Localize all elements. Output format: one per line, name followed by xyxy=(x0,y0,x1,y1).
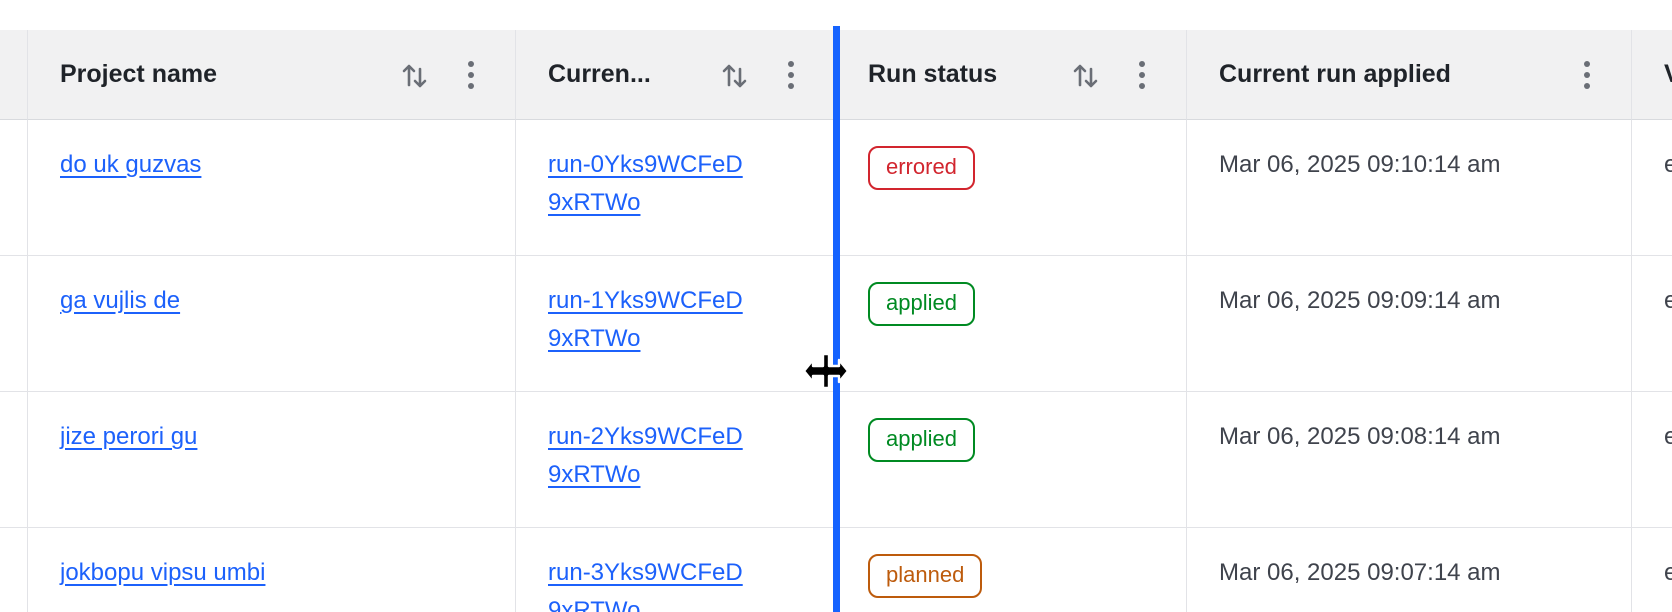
overflow-text: e xyxy=(1664,287,1672,314)
project-name-cell: ga vujlis de xyxy=(28,256,516,392)
overflow-cell: e xyxy=(1632,528,1672,612)
current-run-applied-cell: Mar 06, 2025 09:09:14 am xyxy=(1187,256,1632,392)
column-menu-icon[interactable] xyxy=(787,60,795,90)
column-label: V xyxy=(1664,60,1672,89)
overflow-cell: e xyxy=(1632,120,1672,256)
data-table: Project name Curren... xyxy=(0,30,1672,612)
status-badge: applied xyxy=(868,282,975,326)
column-header-run-status[interactable]: Run status xyxy=(836,30,1187,120)
sort-arrows-icon xyxy=(722,64,747,87)
sort-icon[interactable] xyxy=(721,60,749,90)
gutter-cell xyxy=(0,392,28,528)
sort-arrows-icon xyxy=(1073,64,1098,87)
sort-icon[interactable] xyxy=(1072,60,1100,90)
column-header-project-name[interactable]: Project name xyxy=(28,30,516,120)
status-badge: errored xyxy=(868,146,975,190)
column-menu-icon[interactable] xyxy=(1138,60,1146,90)
sort-arrows-icon xyxy=(402,64,427,87)
current-run-applied-cell: Mar 06, 2025 09:10:14 am xyxy=(1187,120,1632,256)
run-status-cell: applied xyxy=(836,256,1187,392)
column-menu-icon[interactable] xyxy=(1583,60,1591,90)
column-label: Current run applied xyxy=(1219,60,1451,88)
status-badge: applied xyxy=(868,418,975,462)
overflow-text: e xyxy=(1664,151,1672,178)
gutter-header-cell xyxy=(0,30,28,120)
timestamp: Mar 06, 2025 09:07:14 am xyxy=(1219,559,1501,586)
timestamp: Mar 06, 2025 09:08:14 am xyxy=(1219,423,1501,450)
project-link[interactable]: jokbopu vipsu umbi xyxy=(60,559,266,586)
current-run-cell: run-0Yks9WCFeD9xRTWo xyxy=(516,120,836,256)
run-status-cell: errored xyxy=(836,120,1187,256)
run-link[interactable]: run-0Yks9WCFeD9xRTWo xyxy=(548,151,743,216)
column-label: Run status xyxy=(868,60,998,88)
gutter-cell xyxy=(0,528,28,612)
column-header-current-run-applied[interactable]: Current run applied xyxy=(1187,30,1632,120)
timestamp: Mar 06, 2025 09:10:14 am xyxy=(1219,151,1501,178)
column-label: Curren... xyxy=(548,60,651,88)
column-resize-indicator[interactable] xyxy=(833,26,840,612)
current-run-applied-cell: Mar 06, 2025 09:08:14 am xyxy=(1187,392,1632,528)
status-badge: planned xyxy=(868,554,983,598)
run-status-cell: planned xyxy=(836,528,1187,612)
project-name-cell: jize perori gu xyxy=(28,392,516,528)
run-link[interactable]: run-2Yks9WCFeD9xRTWo xyxy=(548,423,743,488)
project-name-cell: jokbopu vipsu umbi xyxy=(28,528,516,612)
run-status-cell: applied xyxy=(836,392,1187,528)
project-link[interactable]: jize perori gu xyxy=(60,423,198,450)
column-label: Project name xyxy=(60,60,218,88)
overflow-cell: e xyxy=(1632,392,1672,528)
overflow-cell: e xyxy=(1632,256,1672,392)
top-whitespace xyxy=(0,0,1672,30)
current-run-applied-cell: Mar 06, 2025 09:07:14 am xyxy=(1187,528,1632,612)
run-link[interactable]: run-1Yks9WCFeD9xRTWo xyxy=(548,287,743,352)
overflow-text: e xyxy=(1664,423,1672,450)
gutter-cell xyxy=(0,120,28,256)
current-run-cell: run-1Yks9WCFeD9xRTWo xyxy=(516,256,836,392)
run-link[interactable]: run-3Yks9WCFeD9xRTWo xyxy=(548,559,743,612)
current-run-cell: run-3Yks9WCFeD9xRTWo xyxy=(516,528,836,612)
timestamp: Mar 06, 2025 09:09:14 am xyxy=(1219,287,1501,314)
project-link[interactable]: ga vujlis de xyxy=(60,287,181,314)
column-menu-icon[interactable] xyxy=(467,60,475,90)
current-run-cell: run-2Yks9WCFeD9xRTWo xyxy=(516,392,836,528)
project-link[interactable]: do uk guzvas xyxy=(60,151,202,178)
column-header-current-run[interactable]: Curren... xyxy=(516,30,836,120)
project-name-cell: do uk guzvas xyxy=(28,120,516,256)
gutter-cell xyxy=(0,256,28,392)
column-header-overflow[interactable]: V xyxy=(1632,30,1672,120)
sort-icon[interactable] xyxy=(401,60,429,90)
overflow-text: e xyxy=(1664,559,1672,586)
